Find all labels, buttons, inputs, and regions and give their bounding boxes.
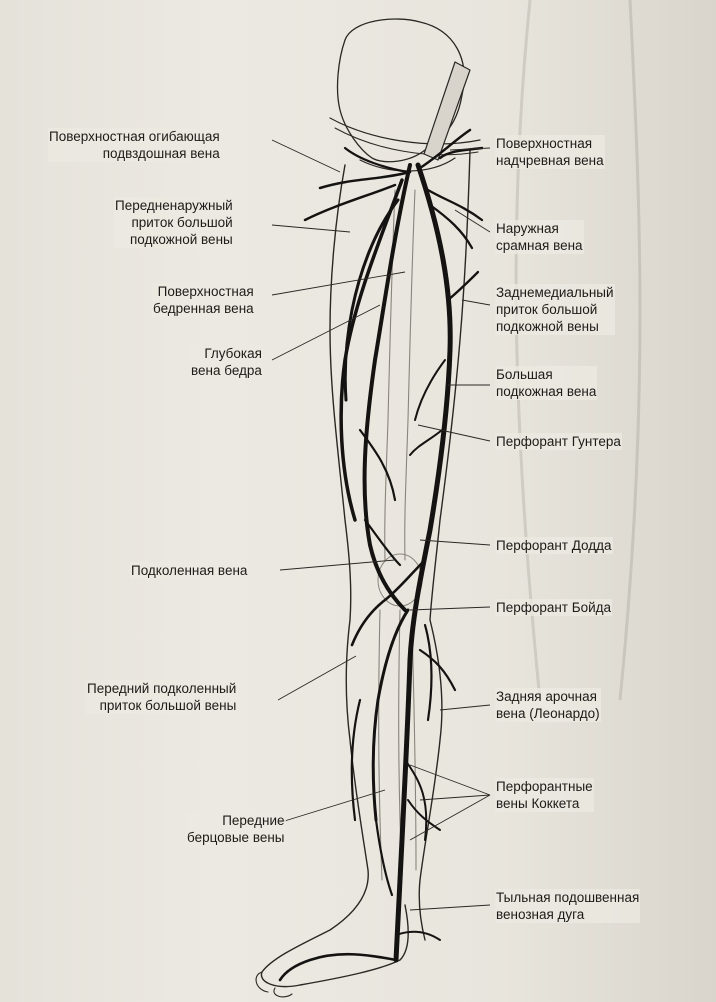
label-popliteal: Подколенная вена <box>130 562 248 579</box>
label-line: приток большой <box>115 214 233 231</box>
label-line: вена бедра <box>191 362 262 379</box>
label-line: Перфорант Бойда <box>496 599 611 616</box>
label-anterior-popliteal-tributary: Передний подколенный приток большой вены <box>86 680 237 714</box>
label-posterior-arch: Задняя арочная вена (Леонардо) <box>495 688 601 722</box>
label-line: подвздошная вена <box>49 145 220 162</box>
label-hunter-perforator: Перфорант Гунтера <box>495 433 622 450</box>
label-line: Поверхностная <box>153 283 254 300</box>
leader-posterior-arch <box>440 705 490 710</box>
label-dorsal-venous-arch: Тыльная подошвенная венозная дуга <box>495 889 640 923</box>
label-line: подкожная вена <box>496 383 596 400</box>
label-deep-femoral: Глубокая вена бедра <box>190 345 263 379</box>
label-line: Перфорант Гунтера <box>496 433 621 450</box>
label-line: Подколенная вена <box>131 562 247 579</box>
leader-anterior-tibial <box>278 790 385 823</box>
label-anterior-tibial: Передние берцовые вены <box>186 812 286 846</box>
label-superficial-epigastric: Поверхностная надчревная вена <box>495 135 605 169</box>
leader-boyd-perforator <box>410 607 490 610</box>
leader-superficial-circumflex-iliac <box>272 140 340 172</box>
label-line: Большая <box>496 366 596 383</box>
label-great-saphenous: Большая подкожная вена <box>495 366 597 400</box>
label-line: венозная дуга <box>496 906 639 923</box>
label-line: подкожной вены <box>115 231 233 248</box>
leader-anterolateral-tributary <box>272 225 350 232</box>
label-posteromedial-tributary: Заднемедиальный приток большой подкожной… <box>495 284 615 335</box>
label-line: Перфорантные <box>496 778 593 795</box>
label-line: Передний подколенный <box>87 680 236 697</box>
label-line: Поверхностная <box>496 135 604 152</box>
label-line: вена (Леонардо) <box>496 705 600 722</box>
label-line: бедренная вена <box>153 300 254 317</box>
leader-dodd-perforator <box>420 540 490 545</box>
label-line: приток большой <box>496 301 614 318</box>
label-line: вены Коккета <box>496 795 593 812</box>
leader-anterior-popliteal-tributary <box>278 656 356 700</box>
label-line: Наружная <box>496 220 583 237</box>
leader-posteromedial-tributary <box>462 300 490 305</box>
label-line: Передненаружный <box>115 197 233 214</box>
label-line: Задняя арочная <box>496 688 600 705</box>
label-boyd-perforator: Перфорант Бойда <box>495 599 612 616</box>
label-cockett-perforators: Перфорантные вены Коккета <box>495 778 594 812</box>
label-line: берцовые вены <box>187 829 285 846</box>
label-superficial-circumflex-iliac: Поверхностная огибающая подвздошная вена <box>48 128 221 162</box>
leader-deep-femoral <box>272 305 380 360</box>
femoral-vein <box>365 165 410 610</box>
label-line: подкожной вены <box>496 318 614 335</box>
label-line: Глубокая <box>191 345 262 362</box>
leader-dorsal-venous-arch <box>410 905 490 910</box>
leader-cockett-perforators-2 <box>420 795 490 800</box>
label-line: приток большой вены <box>87 697 236 714</box>
label-line: Тыльная подошвенная <box>496 889 639 906</box>
label-superficial-femoral: Поверхностная бедренная вена <box>152 283 255 317</box>
label-external-pudendal: Наружная срамная вена <box>495 220 584 254</box>
label-line: Поверхностная огибающая <box>49 128 220 145</box>
label-line: Заднемедиальный <box>496 284 614 301</box>
label-line: Передние <box>187 812 285 829</box>
label-line: надчревная вена <box>496 152 604 169</box>
label-dodd-perforator: Перфорант Додда <box>495 537 613 554</box>
label-line: Перфорант Додда <box>496 537 612 554</box>
label-anterolateral-tributary: Передненаружный приток большой подкожной… <box>114 197 234 248</box>
label-line: срамная вена <box>496 237 583 254</box>
